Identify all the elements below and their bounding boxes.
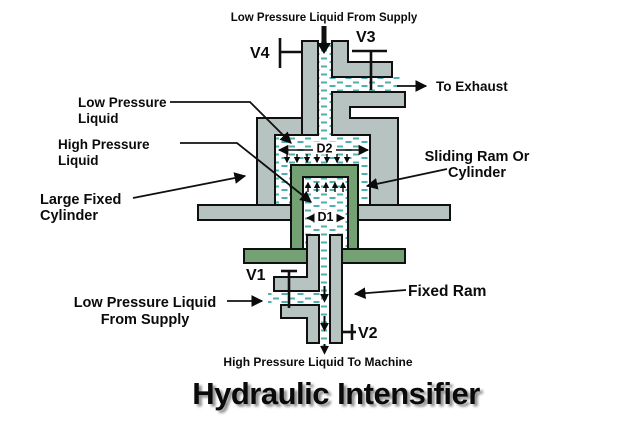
supply-top-annotation: Low Pressure Liquid From Supply: [231, 12, 418, 54]
callouts: To Exhaust Low Pressure Liquid High Pres…: [40, 79, 530, 369]
exhaust-channel-liquid: [332, 77, 400, 92]
supply-pipe-left-wall: [301, 40, 319, 136]
supply-bottom-label-1: Low Pressure Liquid: [74, 295, 217, 311]
exhaust-block-and-body-right-wall: [331, 91, 406, 206]
page-title: Hydraulic Intensifier: [192, 376, 480, 411]
supply-bottom-callout: Low Pressure Liquid From Supply: [74, 295, 264, 328]
fixed-ram-wall-lower-left: [280, 304, 320, 344]
page-title-shadow: Hydraulic Intensifier: [195, 379, 483, 414]
high-pressure-liquid-label-2: Liquid: [58, 153, 99, 168]
cylinder-flange-right: [357, 204, 451, 221]
low-pressure-liquid-callout: Low Pressure Liquid: [78, 95, 292, 144]
sliding-ram-label-1: Sliding Ram Or: [425, 149, 530, 165]
pressure-arrows: [283, 154, 351, 192]
supply-pipe-right-wall-exhaust-arm: [331, 40, 393, 78]
sliding-ram-flange-left: [243, 248, 308, 264]
sliding-ram-flange-right: [341, 248, 406, 264]
dimension-annotations: D2 D1: [277, 141, 370, 224]
supply-bottom-label-2: From Supply: [101, 312, 190, 328]
d1-label-backing: [314, 210, 337, 223]
sliding-ram-callout: Sliding Ram Or Cylinder: [365, 149, 530, 190]
supply-channel-liquid: [318, 40, 332, 152]
sliding-ram-leader: [365, 168, 448, 190]
to-exhaust-callout: To Exhaust: [397, 79, 508, 94]
large-fixed-cylinder-callout: Large Fixed Cylinder: [40, 172, 247, 224]
sliding-ram-label-2: Cylinder: [448, 165, 506, 181]
d1-label: D1: [318, 210, 334, 224]
high-pressure-liquid-label-1: High Pressure: [58, 137, 150, 152]
valve-v1-label: V1: [246, 267, 266, 284]
valve-v3-label: V3: [356, 29, 376, 46]
valve-v2: V2: [342, 324, 378, 342]
valve-v3: V3: [352, 29, 387, 90]
fixed-ram-callout: Fixed Ram: [353, 283, 486, 300]
valve-v4: V4: [250, 38, 302, 68]
supply-top-arrow-head: [317, 43, 331, 54]
large-fixed-cylinder-label-2: Cylinder: [40, 208, 98, 224]
fixed-ram-leader: [353, 287, 407, 300]
sliding-ram-assembly: [243, 164, 406, 264]
large-fixed-cylinder-label-1: Large Fixed: [40, 192, 121, 208]
large-fixed-cylinder-leader: [132, 172, 247, 199]
supply-top-label: Low Pressure Liquid From Supply: [231, 12, 418, 24]
title-group: Hydraulic Intensifier Hydraulic Intensif…: [192, 376, 483, 414]
high-pressure-liquid-leader: [180, 142, 312, 203]
fixed-ram-wall-right: [329, 234, 343, 344]
fixed-ram-label: Fixed Ram: [408, 283, 486, 300]
high-pressure-liquid-callout: High Pressure Liquid: [58, 137, 312, 203]
inlet-passage-liquid: [268, 291, 319, 305]
valve-v1: V1: [246, 267, 297, 308]
low-pressure-liquid-leader: [170, 101, 292, 144]
d2-label-backing: [313, 141, 336, 155]
d2-label: D2: [317, 142, 333, 156]
low-pressure-liquid-label-2: Liquid: [78, 111, 119, 126]
cylinder-flange-left: [197, 204, 292, 221]
to-exhaust-label: To Exhaust: [436, 79, 508, 94]
valve-v4-label: V4: [250, 45, 270, 62]
low-pressure-liquid-label-1: Low Pressure: [78, 95, 167, 110]
outlet-label: High Pressure Liquid To Machine: [223, 355, 412, 369]
valves: V4 V3 V1 V2: [246, 29, 387, 342]
valve-v2-label: V2: [358, 325, 378, 342]
